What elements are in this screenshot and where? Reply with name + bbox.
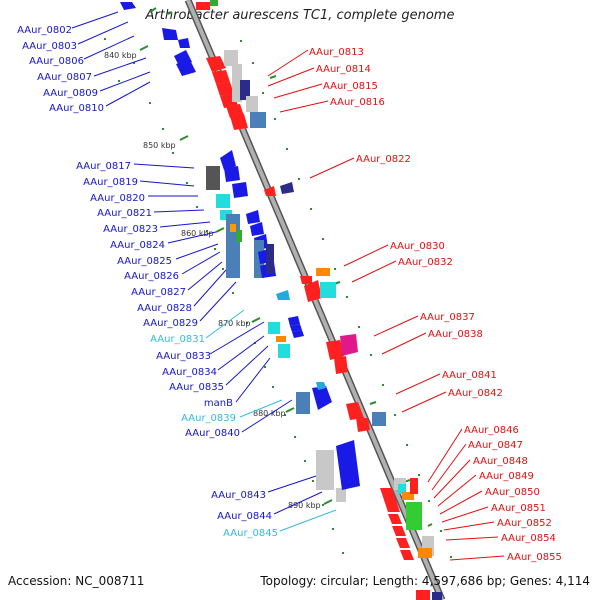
- gene-label[interactable]: AAur_0835: [169, 382, 224, 393]
- gene-label[interactable]: AAur_0844: [217, 511, 272, 522]
- gene-label[interactable]: AAur_0809: [43, 88, 98, 99]
- gene-label[interactable]: AAur_0823: [103, 224, 158, 235]
- gene-label[interactable]: AAur_0840: [185, 428, 240, 439]
- gene-label[interactable]: AAur_0814: [316, 64, 371, 75]
- gene-label[interactable]: AAur_0815: [323, 81, 378, 92]
- gene-label[interactable]: AAur_0825: [117, 256, 172, 267]
- scale-label: 840 kbp: [104, 51, 137, 60]
- gene-label[interactable]: AAur_0841: [442, 370, 497, 381]
- scale-labels: 840 kbp 850 kbp 860 kbp 870 kbp 880 kbp …: [104, 51, 321, 510]
- gene-label[interactable]: AAur_0832: [398, 257, 453, 268]
- gene-label[interactable]: AAur_0837: [420, 312, 475, 323]
- accession-text: Accession: NC_008711: [8, 574, 145, 588]
- scale-label: 870 kbp: [218, 319, 251, 328]
- map-title: Arthrobacter aurescens TC1, complete gen…: [145, 8, 455, 23]
- gene-label[interactable]: AAur_0803: [22, 41, 77, 52]
- gene-label[interactable]: AAur_0838: [428, 329, 483, 340]
- gene-label[interactable]: AAur_0827: [131, 287, 186, 298]
- gene-label[interactable]: AAur_0830: [390, 241, 445, 252]
- left-leader-lines-light: [205, 309, 337, 532]
- gene-label[interactable]: AAur_0810: [49, 103, 104, 114]
- gene-label[interactable]: AAur_0833: [156, 351, 211, 362]
- gene-label[interactable]: AAur_0820: [90, 193, 145, 204]
- gene-label[interactable]: AAur_0854: [501, 533, 556, 544]
- gene-label[interactable]: AAur_0842: [448, 388, 503, 399]
- gene-label[interactable]: AAur_0806: [29, 56, 84, 67]
- left-leader-lines: [71, 11, 323, 515]
- gene-label[interactable]: AAur_0852: [497, 518, 552, 529]
- gene-label[interactable]: AAur_0845: [223, 528, 278, 539]
- gene-label[interactable]: AAur_0839: [181, 413, 236, 424]
- scale-track-right: [240, 40, 452, 558]
- gene-label[interactable]: AAur_0831: [150, 334, 205, 345]
- gene-label[interactable]: AAur_0802: [17, 25, 72, 36]
- gene-label[interactable]: AAur_0821: [97, 208, 152, 219]
- gene-label[interactable]: AAur_0824: [110, 240, 165, 251]
- gene-label[interactable]: AAur_0834: [162, 367, 217, 378]
- gene-label[interactable]: AAur_0847: [468, 440, 523, 451]
- scale-ticks: [139, 7, 433, 527]
- gene-label[interactable]: AAur_0846: [464, 425, 519, 436]
- gene-label[interactable]: AAur_0826: [124, 271, 179, 282]
- gene-label[interactable]: AAur_0855: [507, 552, 562, 563]
- right-gene-labels: AAur_0813 AAur_0814 AAur_0815 AAur_0816 …: [309, 47, 562, 563]
- left-gene-labels: AAur_0802 AAur_0803 AAur_0806 AAur_0807 …: [17, 25, 278, 539]
- left-strand-features: [120, 2, 360, 502]
- gene-label[interactable]: AAur_0822: [356, 154, 411, 165]
- gene-label[interactable]: AAur_0817: [76, 161, 131, 172]
- right-strand-features: [196, 0, 442, 600]
- scale-label: 850 kbp: [143, 141, 176, 150]
- genome-summary-text: Topology: circular; Length: 4,597,686 bp…: [260, 574, 590, 588]
- scale-label: 890 kbp: [288, 501, 321, 510]
- gene-label[interactable]: AAur_0849: [479, 471, 534, 482]
- gene-label[interactable]: AAur_0843: [211, 490, 266, 501]
- scale-track-left: [104, 38, 344, 554]
- gene-label[interactable]: AAur_0813: [309, 47, 364, 58]
- gene-label[interactable]: AAur_0829: [143, 318, 198, 329]
- scale-label: 860 kbp: [181, 229, 214, 238]
- gene-label[interactable]: manB: [204, 398, 233, 409]
- scale-label: 880 kbp: [253, 409, 286, 418]
- gene-label[interactable]: AAur_0848: [473, 456, 528, 467]
- gene-label[interactable]: AAur_0807: [37, 72, 92, 83]
- gene-label[interactable]: AAur_0851: [491, 503, 546, 514]
- right-leader-lines: [267, 49, 505, 561]
- gene-label[interactable]: AAur_0816: [330, 97, 385, 108]
- gene-label[interactable]: AAur_0850: [485, 487, 540, 498]
- gene-label[interactable]: AAur_0828: [137, 303, 192, 314]
- gene-label[interactable]: AAur_0819: [83, 177, 138, 188]
